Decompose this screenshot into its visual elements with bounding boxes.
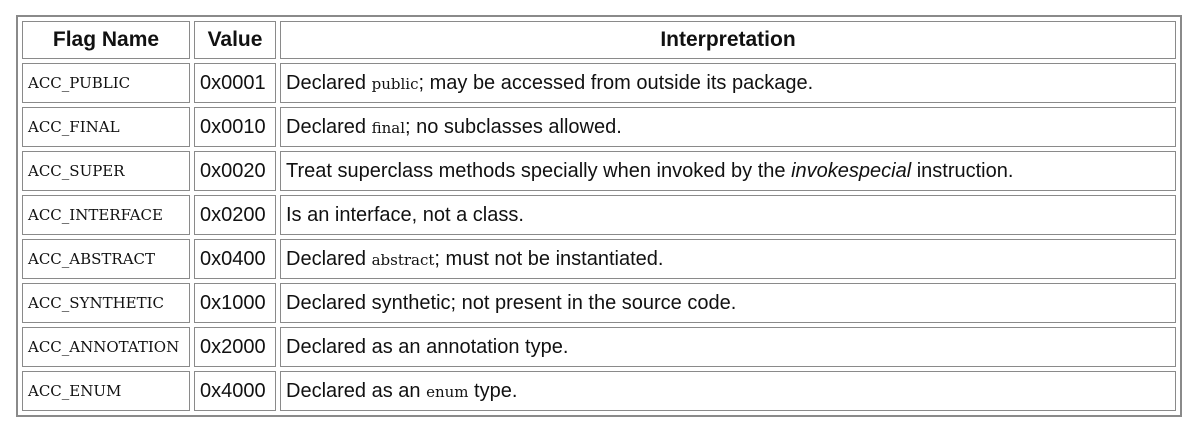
interp-text: ; no subclasses allowed. [405, 115, 622, 138]
flag-value-cell: 0x1000 [194, 283, 276, 323]
flag-name-cell: ACC_FINAL [22, 107, 190, 147]
header-value: Value [194, 21, 276, 59]
flag-name-cell: ACC_SUPER [22, 151, 190, 191]
flag-name-cell: ACC_ANNOTATION [22, 327, 190, 367]
header-flag-name: Flag Name [22, 21, 190, 59]
table-row: ACC_PUBLIC 0x0001 Declared public; may b… [22, 63, 1176, 103]
interp-code: enum [426, 382, 469, 401]
interpretation-cell: Declared abstract; must not be instantia… [280, 239, 1176, 279]
interp-text: Declared as an [286, 379, 427, 402]
flag-name-cell: ACC_INTERFACE [22, 195, 190, 235]
flag-value-cell: 0x2000 [194, 327, 276, 367]
interpretation-cell: Treat superclass methods specially when … [280, 151, 1176, 191]
interp-text: Declared [286, 247, 372, 270]
table-row: ACC_ABSTRACT 0x0400 Declared abstract; m… [22, 239, 1176, 279]
flag-value-cell: 0x4000 [194, 371, 276, 411]
interp-text: instruction. [911, 159, 1014, 182]
table-row: ACC_INTERFACE 0x0200 Is an interface, no… [22, 195, 1176, 235]
flag-value-cell: 0x0200 [194, 195, 276, 235]
header-interpretation: Interpretation [280, 21, 1176, 59]
flag-value-cell: 0x0400 [194, 239, 276, 279]
flag-name-cell: ACC_SYNTHETIC [22, 283, 190, 323]
flag-value-cell: 0x0010 [194, 107, 276, 147]
interpretation-cell: Declared as an enum type. [280, 371, 1176, 411]
interp-code: final [371, 118, 406, 137]
interp-text: Declared [286, 71, 372, 94]
table-row: ACC_ANNOTATION 0x2000 Declared as an ann… [22, 327, 1176, 367]
flag-name-cell: ACC_PUBLIC [22, 63, 190, 103]
interp-text: Treat superclass methods specially when … [286, 159, 792, 182]
table-row: ACC_ENUM 0x4000 Declared as an enum type… [22, 371, 1176, 411]
interpretation-cell: Declared final; no subclasses allowed. [280, 107, 1176, 147]
header-row: Flag Name Value Interpretation [22, 21, 1176, 59]
interp-text: ; must not be instantiated. [434, 247, 664, 270]
interp-code: public [371, 74, 419, 93]
interp-emphasis: invokespecial [791, 159, 912, 182]
table-row: ACC_SYNTHETIC 0x1000 Declared synthetic;… [22, 283, 1176, 323]
interpretation-cell: Declared as an annotation type. [280, 327, 1176, 367]
access-flags-table: Flag Name Value Interpretation ACC_PUBLI… [16, 15, 1182, 417]
interp-text: Declared as an annotation type. [286, 335, 569, 358]
flag-value-cell: 0x0001 [194, 63, 276, 103]
interp-text: ; may be accessed from outside its packa… [418, 71, 814, 94]
flag-name-cell: ACC_ENUM [22, 371, 190, 411]
interpretation-cell: Declared public; may be accessed from ou… [280, 63, 1176, 103]
interp-code: abstract [371, 250, 435, 269]
interp-text: Is an interface, not a class. [286, 203, 524, 226]
flag-name-cell: ACC_ABSTRACT [22, 239, 190, 279]
interp-text: type. [468, 379, 518, 402]
flag-value-cell: 0x0020 [194, 151, 276, 191]
table-row: ACC_FINAL 0x0010 Declared final; no subc… [22, 107, 1176, 147]
interp-text: Declared [286, 115, 372, 138]
interpretation-cell: Is an interface, not a class. [280, 195, 1176, 235]
interpretation-cell: Declared synthetic; not present in the s… [280, 283, 1176, 323]
table-row: ACC_SUPER 0x0020 Treat superclass method… [22, 151, 1176, 191]
interp-text: Declared synthetic; not present in the s… [286, 291, 737, 314]
